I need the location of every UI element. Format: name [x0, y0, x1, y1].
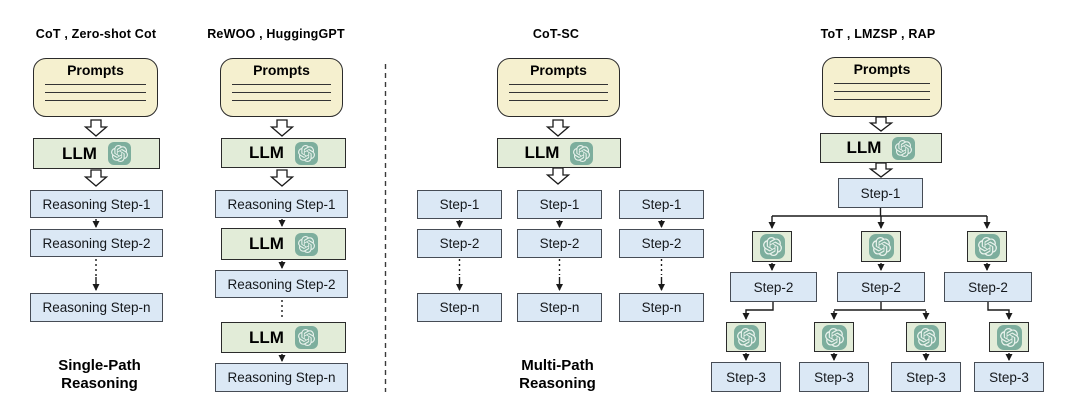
prompts-label: Prompts: [853, 61, 911, 77]
group2-step-box: Reasoning Step-1: [215, 190, 348, 218]
openai-logo-icon: [733, 324, 759, 350]
llm-node-box: [752, 231, 792, 262]
group4-step-box: Step-3: [711, 362, 781, 392]
openai-logo-icon: [892, 136, 916, 160]
prompts-label: Prompts: [530, 62, 587, 78]
group2-step-box: Reasoning Step-2: [215, 270, 348, 298]
openai-logo-icon: [868, 234, 894, 259]
openai-logo-icon: [996, 324, 1022, 350]
group2-llm-box: LLM: [221, 322, 346, 353]
prompt-text-lines: [823, 77, 941, 100]
llm-node-box: [989, 322, 1029, 352]
group3-step-box: Step-2: [619, 229, 704, 258]
group3-step-box: Step-n: [619, 293, 704, 322]
group4-step-box: Step-2: [730, 272, 817, 302]
openai-logo-icon: [107, 142, 131, 165]
group1-llm-box: LLM: [33, 138, 160, 169]
openai-logo-icon: [294, 326, 318, 349]
prompt-text-lines: [221, 78, 342, 101]
group4-step-box: Step-3: [799, 362, 869, 392]
group4-step-box: Step-2: [837, 272, 925, 302]
prompt-text-lines: [498, 78, 619, 101]
caption-multi-path: Multi-Path Reasoning: [519, 357, 596, 392]
group3-step-box: Step-1: [619, 190, 704, 219]
group3-step-box: Step-2: [417, 229, 502, 258]
openai-logo-icon: [294, 232, 318, 256]
openai-logo-icon: [570, 141, 594, 165]
group4-llm-box: LLM: [820, 133, 942, 163]
openai-logo-icon: [821, 324, 847, 350]
group3-prompts-box: Prompts: [497, 58, 620, 117]
group1-step-box: Reasoning Step-2: [30, 229, 163, 257]
prompts-label: Prompts: [67, 62, 124, 78]
llm-label: LLM: [62, 143, 97, 163]
llm-node-box: [814, 322, 854, 352]
group3-step-box: Step-2: [517, 229, 602, 258]
group2-llm-box: LLM: [221, 138, 346, 168]
openai-logo-icon: [913, 324, 939, 350]
prompt-text-lines: [34, 78, 157, 101]
openai-logo-icon: [294, 141, 318, 165]
llm-node-box: [726, 322, 766, 352]
group1-step-box: Reasoning Step-n: [30, 293, 163, 322]
llm-label: LLM: [249, 143, 284, 162]
group3-step-box: Step-n: [417, 293, 502, 322]
group1-heading: CoT , Zero-shot Cot: [35, 27, 157, 41]
group4-step-box: Step-3: [974, 362, 1044, 392]
caption-single-path: Single-Path Reasoning: [58, 357, 141, 392]
group4-heading: ToT , LMZSP , RAP: [820, 27, 936, 41]
openai-logo-icon: [759, 234, 785, 259]
llm-node-box: [906, 322, 946, 352]
group4-prompts-box: Prompts: [822, 57, 942, 117]
group4-root-step-box: Step-1: [838, 178, 923, 208]
group1-prompts-box: Prompts: [33, 58, 158, 117]
llm-node-box: [861, 231, 901, 262]
group2-llm-box: LLM: [221, 228, 346, 260]
group3-heading: CoT-SC: [532, 27, 580, 41]
group2-prompts-box: Prompts: [220, 58, 343, 117]
group3-step-box: Step-1: [517, 190, 602, 219]
group3-llm-box: LLM: [497, 138, 621, 168]
llm-label: LLM: [846, 138, 882, 157]
openai-logo-icon: [974, 234, 1000, 259]
llm-node-box: [967, 231, 1007, 262]
group2-step-box: Reasoning Step-n: [215, 363, 348, 392]
llm-label: LLM: [249, 234, 284, 253]
group4-step-box: Step-3: [891, 362, 961, 392]
group4-step-box: Step-2: [944, 272, 1032, 302]
llm-label: LLM: [524, 143, 560, 162]
prompts-label: Prompts: [253, 62, 310, 78]
group2-heading: ReWOO , HuggingGPT: [207, 27, 345, 41]
group3-step-box: Step-1: [417, 190, 502, 219]
hollow-arrow-icons: [83, 116, 894, 187]
group3-step-box: Step-n: [517, 293, 602, 322]
llm-label: LLM: [249, 327, 284, 347]
group1-step-box: Reasoning Step-1: [30, 190, 163, 218]
